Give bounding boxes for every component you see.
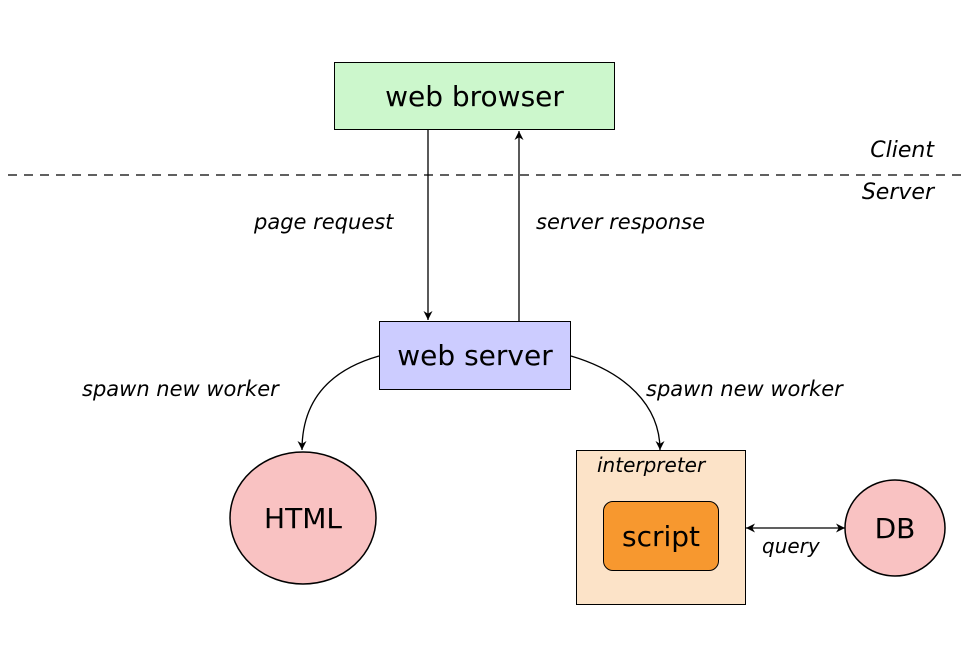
- html-label: HTML: [264, 501, 342, 535]
- spawn-right-arrow: [570, 355, 665, 451]
- page-request-label: page request: [254, 210, 394, 234]
- spawn-left-arrow: [297, 355, 380, 451]
- script-node: script: [603, 501, 719, 571]
- db-node: DB: [845, 480, 945, 576]
- db-node-shape: [844, 479, 946, 577]
- html-node-shape: [229, 451, 377, 585]
- interpreter-label: interpreter: [597, 453, 706, 477]
- web-browser-node: web browser: [334, 62, 615, 130]
- web-server-node: web server: [379, 321, 571, 390]
- query-label: query: [762, 534, 820, 558]
- db-label: DB: [874, 511, 916, 545]
- html-node: HTML: [230, 452, 376, 584]
- server-response-label: server response: [536, 210, 705, 234]
- spawn-right-label: spawn new worker: [646, 377, 843, 401]
- script-label: script: [621, 519, 701, 553]
- server-region-label: Server: [861, 180, 934, 205]
- spawn-left-label: spawn new worker: [82, 377, 279, 401]
- interpreter-node: interpreter script: [576, 450, 746, 605]
- web-server-label: web server: [397, 339, 553, 372]
- client-region-label: Client: [870, 138, 934, 163]
- web-browser-label: web browser: [385, 79, 564, 113]
